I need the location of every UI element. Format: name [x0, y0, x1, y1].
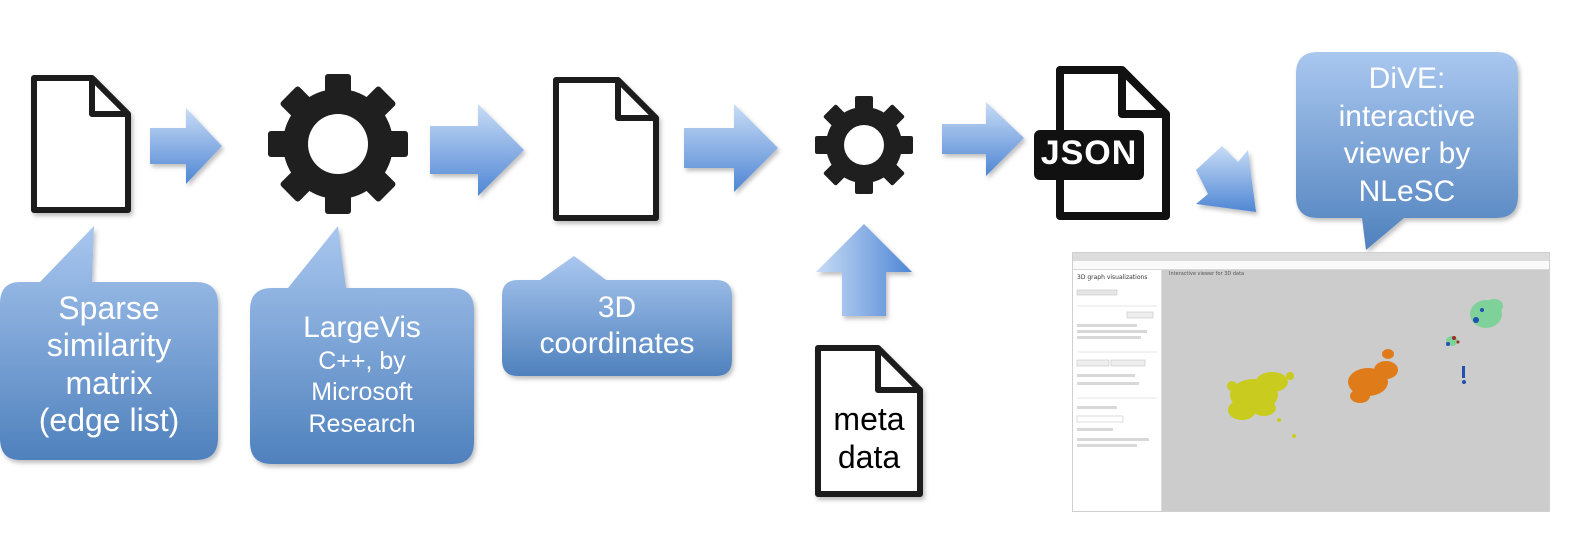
arrow-right-icon-1: [150, 108, 222, 184]
callout-coords-line2: coordinates: [539, 327, 695, 360]
cluster-orange: [1348, 349, 1398, 403]
callout-dive-line3: viewer by: [1343, 137, 1471, 170]
gear-icon-largevis: [268, 74, 408, 214]
arrow-right-icon-2: [430, 104, 524, 196]
cluster-yellow: [1227, 372, 1296, 438]
callout-3d-coordinates: [502, 256, 732, 376]
arrow-up-icon: [816, 224, 912, 316]
callout-dive-line2: interactive: [1338, 99, 1476, 133]
callout-largevis: [250, 226, 474, 464]
gear-icon-converter: [815, 96, 913, 194]
json-label: JSON: [1040, 134, 1138, 172]
callout-largevis-line4: Research: [308, 409, 416, 438]
arrow-down-right-icon: [1196, 146, 1256, 212]
callout-largevis-line2: C++, by: [318, 347, 406, 375]
arrow-right-icon-3: [684, 104, 778, 192]
json-file-icon: [1034, 66, 1170, 220]
callout-dive-line1: DiVE:: [1368, 62, 1446, 95]
callout-dive: [1296, 52, 1518, 250]
callout-sparse-text: Sparse similarity matrix (edge list): [0, 290, 218, 440]
metadata-line1: meta: [833, 401, 905, 437]
viewer-sidebar: 3D graph visualizations: [1073, 270, 1162, 511]
document-icon-input: [31, 75, 131, 213]
cluster-red: [1452, 336, 1460, 344]
callout-sparse-line1: Sparse: [58, 290, 160, 326]
sidebar-controls: [1076, 289, 1157, 447]
document-icon-coordinates: [553, 77, 659, 221]
point-cloud-plot: [1227, 299, 1503, 438]
callout-sparse-line4: (edge list): [38, 402, 180, 439]
dive-viewer-screenshot: 3D graph visualizations: [1072, 252, 1550, 512]
arrow-right-icon-4: [942, 102, 1024, 176]
viewer-sidebar-title: 3D graph visualizations: [1077, 274, 1148, 281]
callout-dive-text: DiVE: interactive viewer by NLeSC: [1296, 60, 1518, 210]
callout-sparse-line3: matrix: [65, 364, 153, 401]
metadata-line2: data: [837, 439, 901, 476]
callout-coords-text: 3D coordinates: [502, 290, 732, 362]
callout-sparse-matrix: [0, 226, 218, 460]
viewer-header: Interactive viewer for 3D data: [1169, 271, 1245, 277]
metadata-label: meta data: [818, 400, 920, 477]
viewer-canvas: [1162, 270, 1549, 511]
callout-sparse-line2: similarity: [46, 327, 172, 364]
browser-url-bar: [1073, 261, 1549, 270]
browser-tab-bar: [1073, 253, 1549, 261]
callout-largevis-text: LargeVis C++, by Microsoft Research: [250, 310, 474, 440]
callout-dive-line4: NLeSC: [1358, 174, 1456, 208]
document-icon-metadata: [815, 345, 923, 497]
cluster-blue: [1446, 308, 1484, 384]
callout-coords-line1: 3D: [597, 291, 637, 324]
callout-largevis-title: LargeVis: [303, 311, 421, 344]
callout-largevis-line3: Microsoft: [311, 378, 413, 407]
